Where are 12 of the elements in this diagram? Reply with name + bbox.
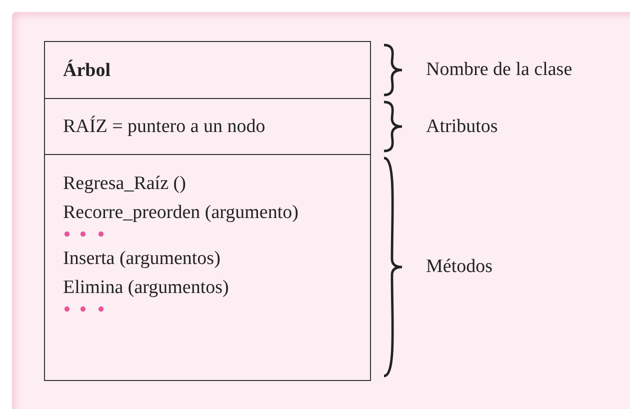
brace-label: Nombre de la clase: [426, 59, 572, 81]
attribute-text: RAÍZ = puntero a un nodo: [63, 114, 266, 139]
brace-label: Atributos: [426, 116, 498, 138]
method-text: Recorre_preorden (argumento): [63, 201, 298, 225]
method-text: Regresa_Raíz (): [63, 172, 186, 196]
class-compartment: [44, 98, 371, 156]
class-compartment: [44, 41, 371, 100]
method-text: Inserta (argumentos): [63, 247, 220, 271]
method-text: Elimina (argumentos): [63, 276, 229, 300]
class-name: Árbol: [63, 58, 110, 83]
brace-label: Métodos: [426, 256, 492, 278]
class-compartment: [44, 154, 371, 381]
